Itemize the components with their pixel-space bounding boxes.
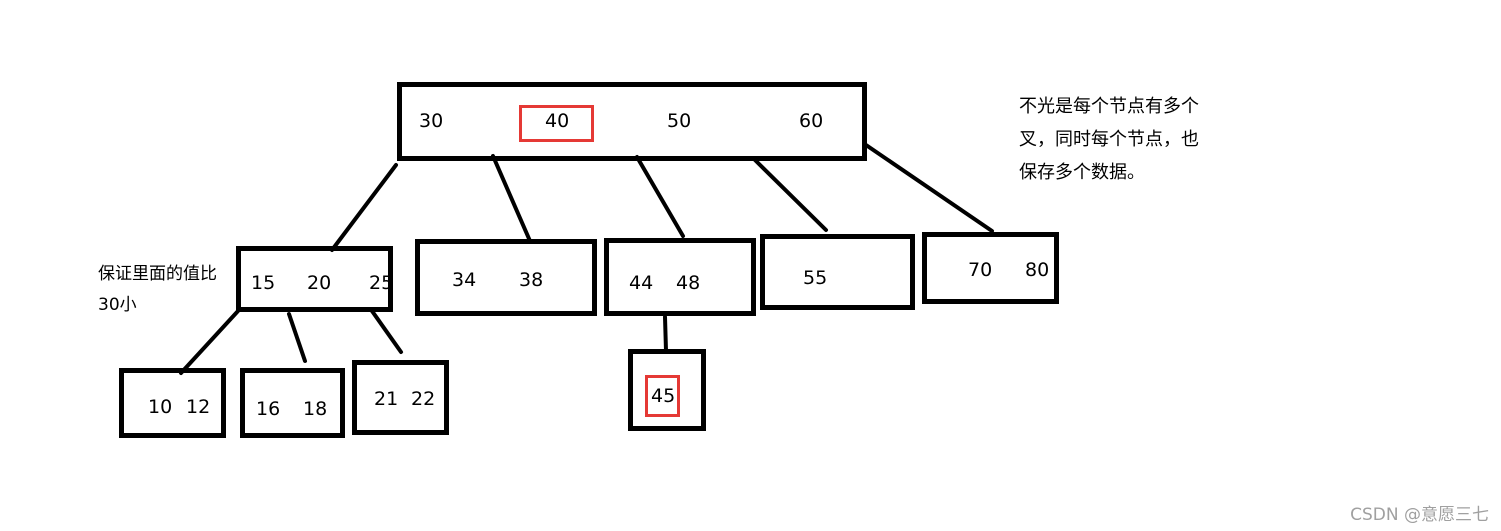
note-left: 保证里面的值比 30小: [98, 259, 217, 321]
key-22: 22: [411, 388, 436, 410]
edge-root-to-node-70-80: [864, 143, 994, 233]
edge-15-20-25-to-16-18: [287, 312, 307, 363]
root-key-40: 40: [545, 110, 570, 132]
node-70-80: [922, 232, 1059, 304]
key-44: 44: [629, 272, 654, 294]
edge-root-to-node-34-38: [491, 154, 532, 243]
watermark: CSDN @意愿三七: [1350, 505, 1489, 525]
node-34-38: [415, 239, 597, 316]
edge-root-to-node-55: [753, 158, 828, 232]
key-12: 12: [186, 396, 211, 418]
note-left-line-2: 30小: [98, 295, 137, 315]
edge-44-48-to-45: [663, 315, 668, 353]
key-21: 21: [374, 388, 399, 410]
note-left-line-1: 保证里面的值比: [98, 264, 217, 284]
root-key-highlight: [519, 105, 594, 142]
key-25: 25: [369, 272, 394, 294]
node-21-22: [352, 360, 449, 435]
key-38: 38: [519, 269, 544, 291]
key-70: 70: [968, 259, 993, 281]
note-right: 不光是每个节点有多个 叉，同时每个节点，也 保存多个数据。: [1019, 90, 1199, 189]
key-45-highlight: [645, 375, 680, 417]
root-key-30: 30: [419, 110, 444, 132]
node-10-12: [119, 368, 226, 438]
root-node: [397, 82, 867, 161]
edge-root-to-node-44-48: [635, 155, 685, 238]
key-18: 18: [303, 398, 328, 420]
edge-15-20-25-to-21-22: [370, 309, 403, 354]
root-key-50: 50: [667, 110, 692, 132]
key-15: 15: [251, 272, 276, 294]
key-80: 80: [1025, 259, 1050, 281]
node-15-20-25: [236, 246, 393, 312]
note-right-line-1: 不光是每个节点有多个: [1019, 96, 1199, 117]
key-48: 48: [676, 272, 701, 294]
key-55: 55: [803, 267, 828, 289]
node-55: [760, 234, 915, 310]
note-right-line-2: 叉，同时每个节点，也: [1019, 129, 1199, 150]
edge-15-20-25-to-10-12: [179, 309, 240, 375]
note-right-line-3: 保存多个数据。: [1019, 162, 1145, 183]
key-20: 20: [307, 272, 332, 294]
node-16-18: [240, 368, 345, 438]
node-44-48: [604, 238, 756, 316]
key-45: 45: [651, 385, 676, 407]
key-10: 10: [148, 396, 173, 418]
key-16: 16: [256, 398, 281, 420]
key-34: 34: [452, 269, 477, 291]
node-45: [628, 349, 706, 431]
edge-root-to-node-15-20-25: [330, 163, 398, 252]
root-key-60: 60: [799, 110, 824, 132]
